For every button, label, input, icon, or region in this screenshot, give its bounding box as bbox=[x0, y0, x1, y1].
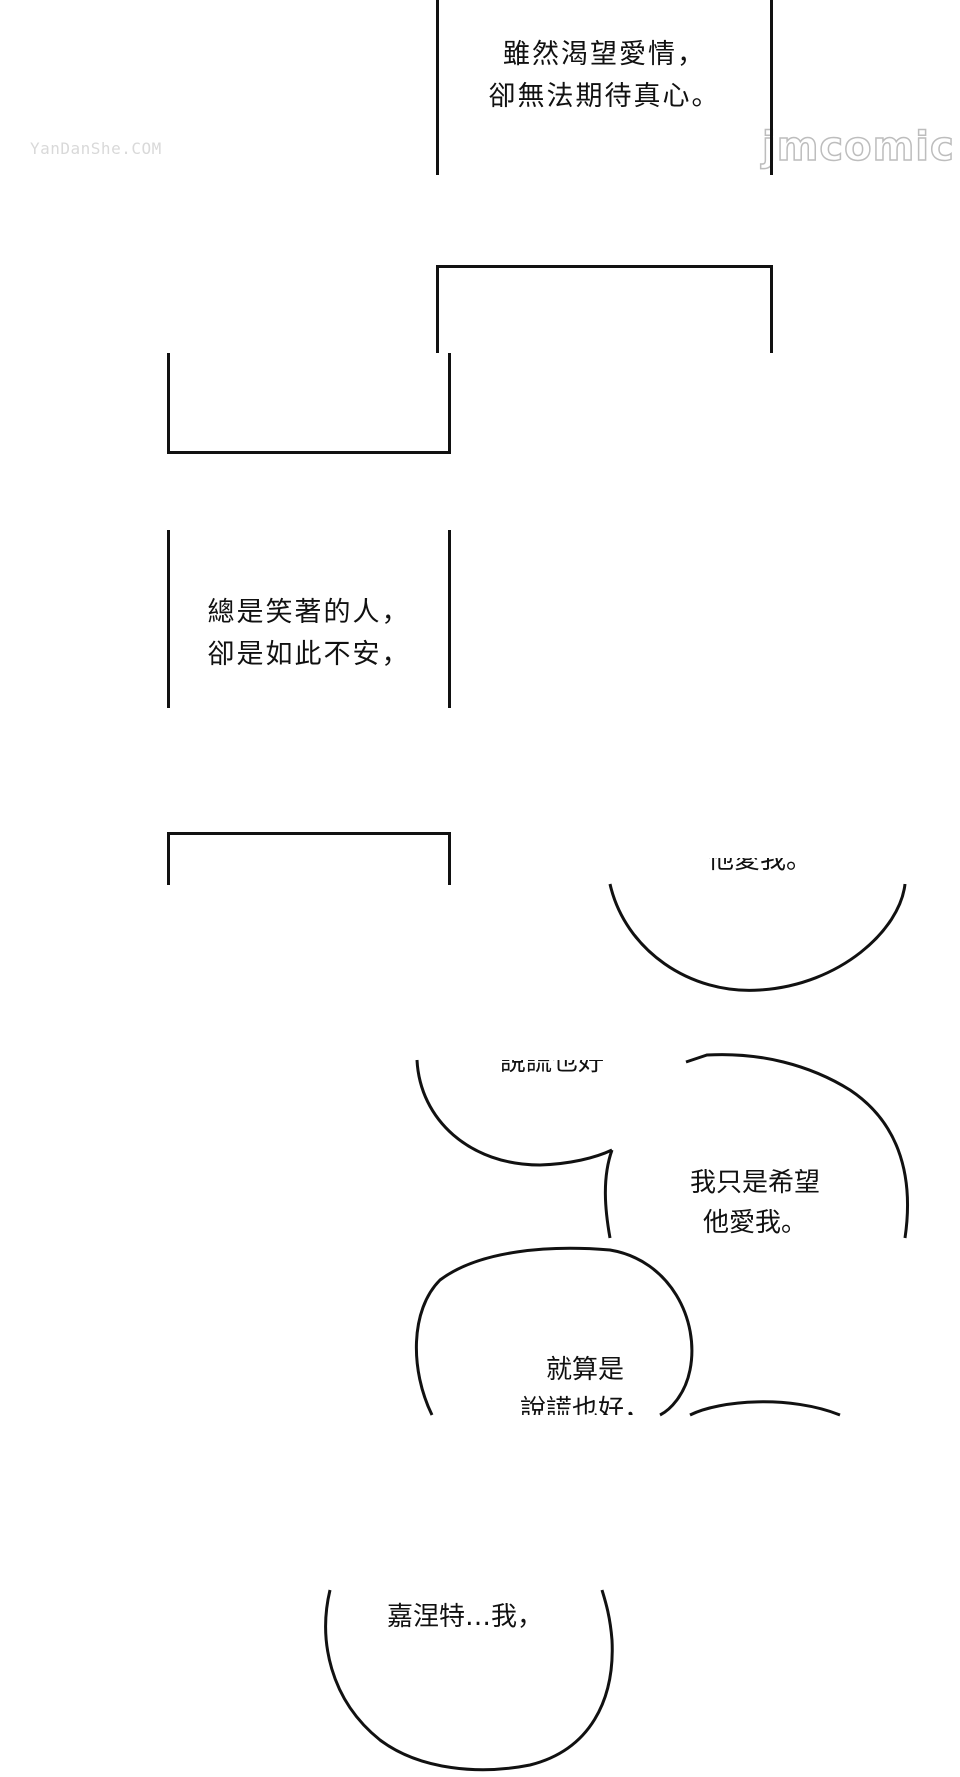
speech-bubble-left-cut bbox=[415, 1059, 613, 1167]
bubble-line: 他愛我。 bbox=[702, 1208, 807, 1238]
caption-box-top bbox=[436, 0, 773, 175]
speech-bubble-wish bbox=[603, 1053, 909, 1239]
caption-box-middle bbox=[167, 530, 451, 708]
bubble-line: 嘉涅特…我， bbox=[386, 1602, 543, 1632]
speech-bubble-cut-top bbox=[608, 883, 907, 992]
caption-bracket-lower bbox=[167, 832, 451, 885]
bubble-line: 說謊也好， bbox=[519, 1395, 650, 1415]
watermark-jmcomic: jmcomic bbox=[761, 123, 955, 171]
caption-smiling-person: 總是笑著的人， 卻是如此不安， bbox=[167, 592, 451, 676]
bubble-text-name: 嘉涅特…我， bbox=[360, 1597, 570, 1637]
speech-bubble-name bbox=[324, 1589, 614, 1772]
caption-desire-love: 雖然渴望愛情， 卻無法期待真心。 bbox=[436, 34, 773, 118]
caption-line: 卻是如此不安， bbox=[207, 639, 411, 670]
caption-bracket-bottom-left bbox=[167, 353, 451, 454]
bubble-text-cut-left: 說謊也好 bbox=[499, 1060, 604, 1077]
speech-bubble-edge bbox=[689, 1400, 841, 1417]
caption-line: 雖然渴望愛情， bbox=[503, 39, 706, 70]
speech-bubble-lie bbox=[414, 1246, 694, 1417]
caption-line: 總是笑著的人， bbox=[207, 597, 411, 628]
watermark-left: YanDanShe.COM bbox=[30, 139, 162, 158]
bubble-text-wish: 我只是希望 他愛我。 bbox=[655, 1163, 855, 1243]
caption-line: 卻無法期待真心。 bbox=[488, 81, 721, 112]
bubble-line: 我只是希望 bbox=[689, 1168, 820, 1198]
bubble-text-lie: 就算是 說謊也好， bbox=[460, 1350, 710, 1415]
bubble-line: 就算是 bbox=[545, 1355, 624, 1385]
caption-bracket-top-right bbox=[436, 265, 773, 353]
bubble-text-cut-top: 他愛我。 bbox=[707, 858, 812, 875]
